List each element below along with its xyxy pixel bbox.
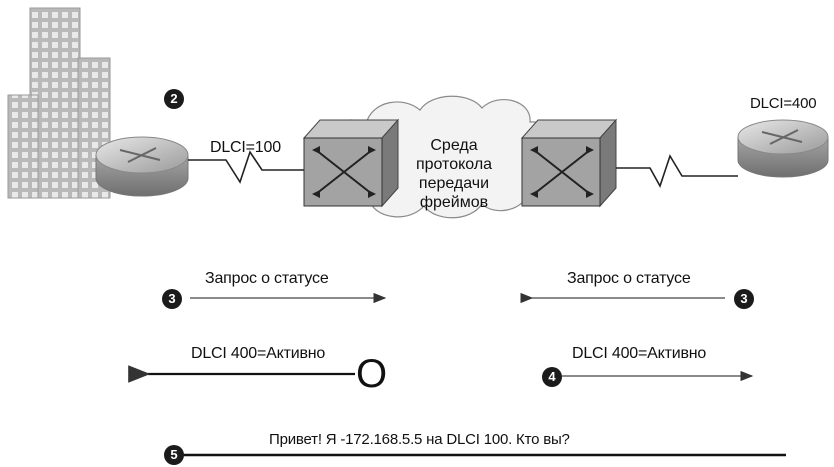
router-icon bbox=[96, 137, 188, 196]
serial-link-right bbox=[616, 156, 738, 186]
step-badge-4: 4 bbox=[542, 367, 562, 387]
building-icon bbox=[8, 8, 110, 198]
hello-message-label: Привет! Я -172.168.5.5 на DLCI 100. Кто … bbox=[269, 431, 570, 448]
dlci-active-label-right: DLCI 400=Активно bbox=[572, 345, 706, 363]
step-badge-2: 2 bbox=[164, 89, 184, 109]
dlci-active-label-left: DLCI 400=Активно bbox=[191, 345, 325, 363]
frame-relay-switch-icon bbox=[304, 120, 398, 206]
step-badge-3-left: 3 bbox=[162, 289, 182, 309]
frame-relay-switch-icon bbox=[522, 120, 616, 206]
status-request-label-left: Запрос о статусе bbox=[205, 270, 329, 288]
dlci-label-left: DLCI=100 bbox=[210, 139, 281, 157]
router-icon bbox=[738, 120, 828, 177]
dlci-label-right: DLCI=400 bbox=[750, 95, 816, 112]
cloud-label: Среда протокола передачи фреймов bbox=[398, 136, 510, 212]
circle-symbol: O bbox=[356, 354, 387, 394]
cloud-label-line: фреймов bbox=[398, 193, 510, 212]
step-badge-3-right: 3 bbox=[734, 289, 754, 309]
step-badge-5: 5 bbox=[164, 445, 184, 465]
status-request-label-right: Запрос о статусе bbox=[567, 270, 691, 288]
cloud-label-line: протокола bbox=[398, 155, 510, 174]
cloud-label-line: передачи bbox=[398, 174, 510, 193]
cloud-label-line: Среда bbox=[398, 136, 510, 155]
